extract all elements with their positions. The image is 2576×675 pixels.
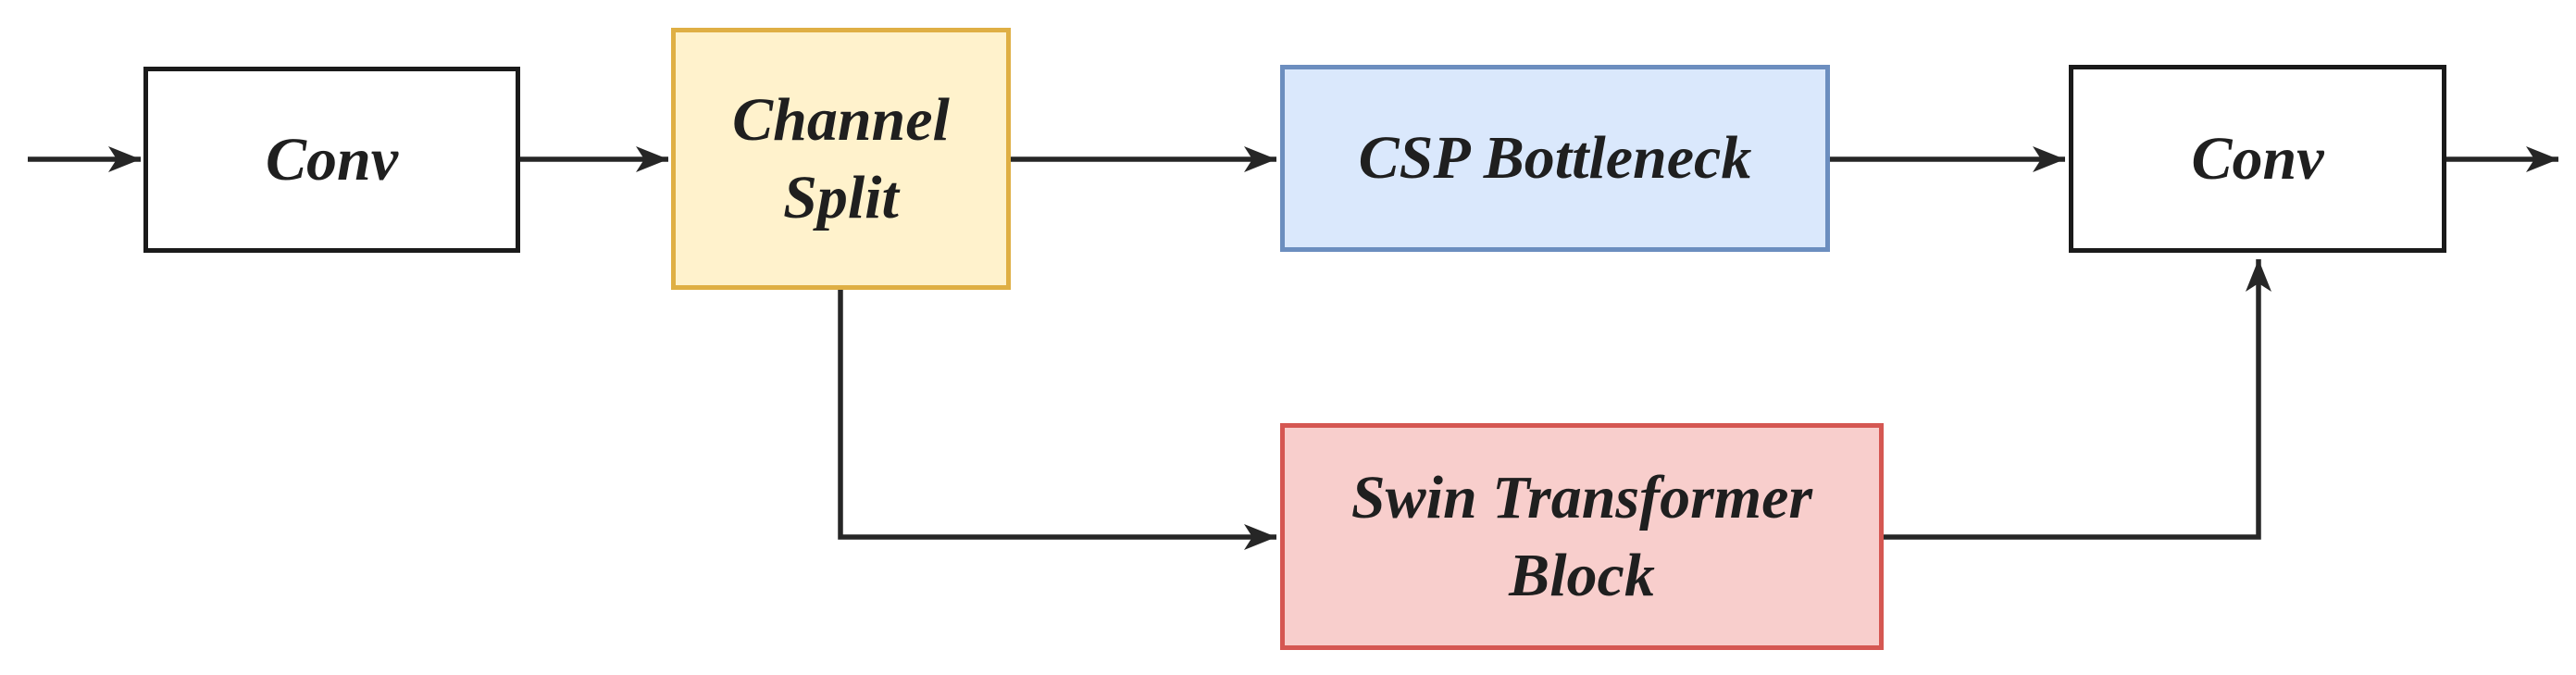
node-csp-bottleneck: CSP Bottleneck	[1280, 65, 1830, 252]
node-conv-output: Conv	[2069, 65, 2446, 253]
node-channel-split: Channel Split	[671, 28, 1011, 290]
node-csp-bottleneck-label: CSP Bottleneck	[1358, 124, 1752, 193]
node-channel-split-label-line1: Channel	[732, 86, 950, 155]
node-swin-transformer-block-label-line2: Block	[1509, 541, 1655, 609]
node-conv-output-label: Conv	[2191, 124, 2324, 193]
node-swin-transformer-block-label-line1: Swin Transformer	[1350, 464, 1813, 532]
connector-swin-block-to-conv	[1884, 259, 2271, 540]
node-channel-split-label-line2: Split	[783, 163, 899, 231]
connector-channel-split-to-swin-block	[838, 290, 1276, 550]
node-conv-input: Conv	[143, 67, 520, 253]
node-conv-input-label: Conv	[265, 125, 399, 194]
node-swin-transformer-block: Swin Transformer Block	[1280, 423, 1884, 650]
